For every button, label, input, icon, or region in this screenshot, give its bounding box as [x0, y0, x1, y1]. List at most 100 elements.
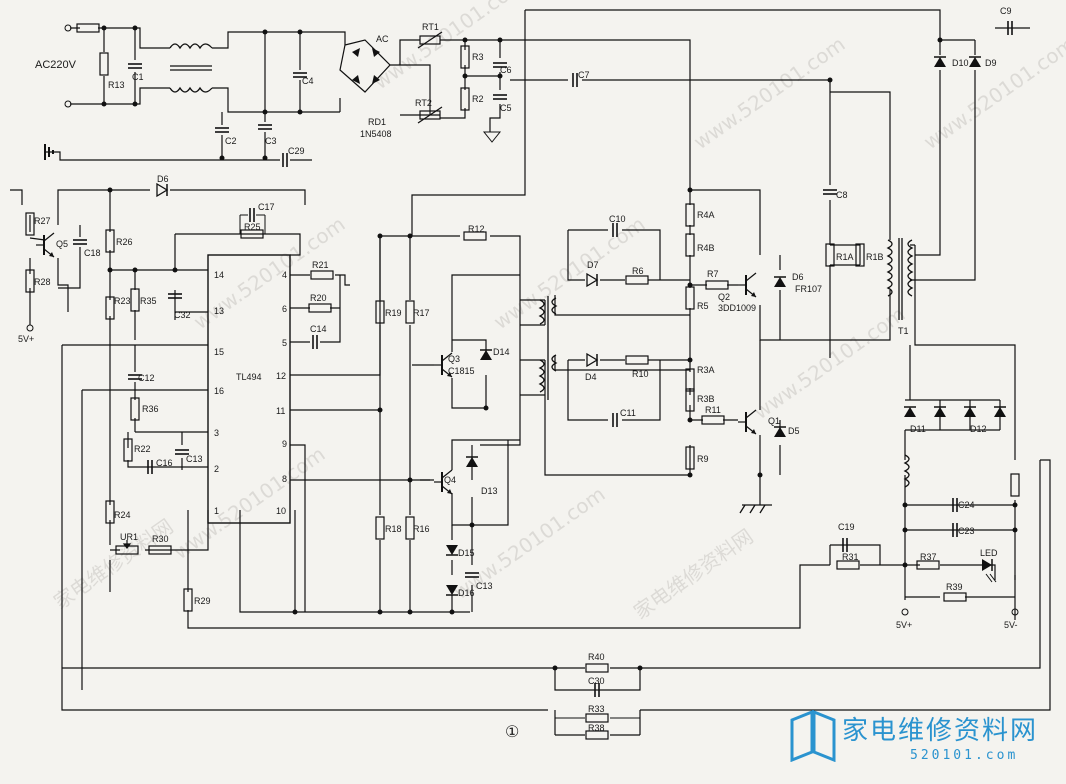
ac-terminal-icon	[64, 100, 72, 108]
label-3dd1009: 3DD1009	[718, 303, 756, 313]
watermark-url: www.520101.com	[749, 302, 909, 424]
label-r11: R11	[705, 405, 721, 415]
label-r19: R19	[385, 308, 402, 318]
label-r5: R5	[697, 301, 709, 311]
pin-12: 12	[276, 371, 286, 381]
label-c13: C13	[186, 454, 203, 464]
label-rt2: RT2	[415, 98, 432, 108]
label-d4: D4	[585, 372, 597, 382]
label-fr107: FR107	[795, 284, 822, 294]
site-name: 家电维修资料网	[842, 716, 1039, 746]
label-r31: R31	[842, 552, 859, 562]
components	[25, 20, 1020, 740]
pin-10: 10	[276, 506, 286, 516]
label-r37: R37	[920, 552, 937, 562]
label-d16: D16	[458, 588, 475, 598]
resistor-r26	[105, 229, 115, 253]
label-r10: R10	[632, 369, 649, 379]
label-r17: R17	[413, 308, 430, 318]
capacitor-c8	[822, 189, 838, 195]
label-r4b: R4B	[697, 243, 715, 253]
pin-2: 2	[214, 464, 219, 474]
watermark-site: 家电维修资料网	[629, 524, 757, 624]
label-r2: R2	[472, 94, 484, 104]
label-r3b: R3B	[697, 394, 715, 404]
diode-d4-icon	[586, 353, 598, 367]
resistor-r1a	[825, 243, 835, 267]
resistor-r4b	[685, 233, 695, 257]
resistor-r11	[701, 415, 725, 425]
output-inductor-icon	[903, 454, 910, 488]
label-c11: C11	[620, 408, 636, 418]
label-c30: C30	[588, 676, 605, 686]
diode-d5-icon	[773, 426, 787, 438]
resistor-r2	[460, 87, 470, 111]
watermark-url: www.520101.com	[919, 32, 1066, 154]
diode-d11-icon	[903, 406, 917, 418]
resistor-r20	[308, 303, 332, 313]
label-d7: D7	[587, 260, 599, 270]
terminal-5v-plus-icon	[901, 608, 909, 616]
thermistor-rt1	[417, 31, 443, 49]
label-c7: C7	[578, 70, 590, 80]
junction-dots	[101, 25, 1018, 671]
label-c3: C3	[265, 136, 277, 146]
thermistor-rt2	[417, 106, 443, 124]
capacitor-c29	[282, 152, 288, 168]
label-c10: C10	[609, 214, 626, 224]
label-t1: T1	[898, 326, 909, 336]
label-q4: Q4	[444, 475, 456, 485]
label-q5: Q5	[56, 239, 68, 249]
label-rt1: RT1	[422, 22, 439, 32]
label-r1a: R1A	[836, 252, 854, 262]
label-r4a: R4A	[697, 210, 715, 220]
diode-d14-icon	[479, 349, 493, 361]
site-url: 520101.com	[910, 748, 1019, 763]
label-r13: R13	[108, 80, 125, 90]
label-r27: R27	[34, 216, 51, 226]
trimmer-ur1	[115, 540, 139, 555]
label-c13-lower: C13	[476, 581, 493, 591]
pin-6: 6	[282, 304, 287, 314]
resistor-r37	[916, 560, 940, 570]
resistor-r10	[625, 355, 649, 365]
label-r18: R18	[385, 524, 402, 534]
tl494-ic	[207, 254, 291, 524]
driver-transformer-icon	[538, 296, 558, 400]
ac-terminal-icon	[64, 24, 72, 32]
label-r20: R20	[310, 293, 327, 303]
diode-d11b-icon	[933, 406, 947, 418]
transistor-q1-icon	[737, 409, 757, 435]
label-r30: R30	[152, 534, 169, 544]
diode-d12-icon	[963, 406, 977, 418]
diode-d10-icon	[933, 56, 947, 68]
label-rd1: RD1	[368, 117, 386, 127]
site-logo-icon	[790, 710, 836, 762]
diode-d6-fr107-icon	[773, 276, 787, 288]
ic-label: TL494	[236, 372, 262, 382]
earth-ground-icon	[44, 144, 54, 160]
capacitor-c14	[312, 334, 318, 350]
label-q2: Q2	[718, 292, 730, 302]
label-c14: C14	[310, 324, 327, 334]
label-c6: C6	[500, 65, 512, 75]
label-r1b: R1B	[866, 252, 884, 262]
resistor-r7	[705, 280, 729, 290]
label-r40: R40	[588, 652, 605, 662]
diode-d13-icon	[465, 456, 479, 468]
label-d5: D5	[788, 426, 800, 436]
led-icon	[982, 559, 997, 583]
label-d13: D13	[481, 486, 498, 496]
terminal-5v-minus-icon	[1011, 608, 1019, 616]
choke-icon	[169, 43, 213, 93]
label-r26: R26	[116, 237, 133, 247]
label-d11: D11	[910, 424, 926, 434]
label-c16: C16	[156, 458, 173, 468]
site-branding: 家电维修资料网 520101.com	[790, 708, 1060, 778]
capacitor-c11	[612, 412, 618, 428]
resistor-r18	[375, 516, 385, 540]
label-r38: R38	[588, 723, 605, 733]
label-r3: R3	[472, 52, 484, 62]
label-d10: D10	[952, 58, 969, 68]
label-c29: C29	[288, 146, 305, 156]
